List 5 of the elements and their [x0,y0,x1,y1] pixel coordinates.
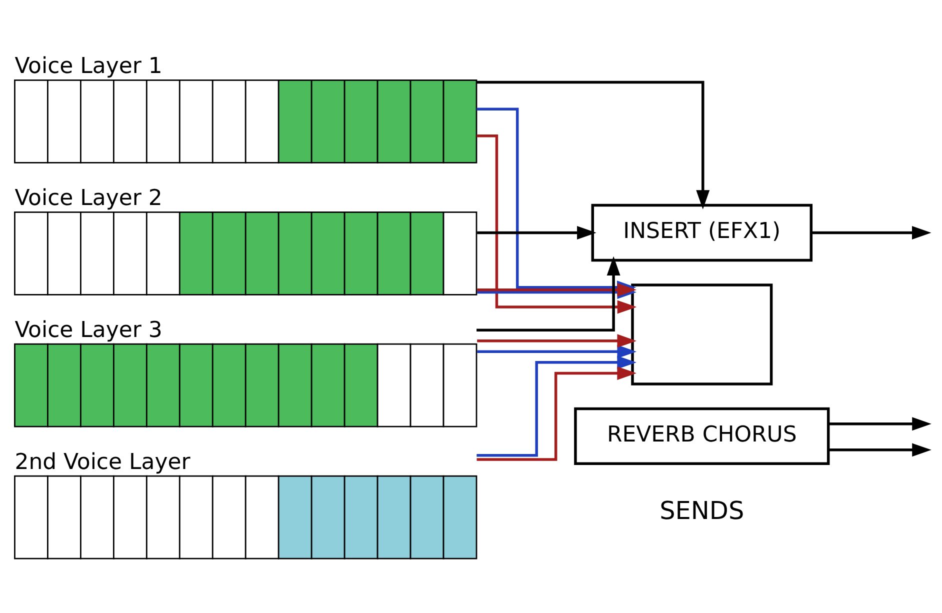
node-text: Voice Layer 2 [14,186,162,211]
node-label: Voice Layer 3 [14,317,162,342]
label: SENDS [659,496,744,525]
node-text: 2nd Voice Layer [14,449,190,474]
node-text: Voice Layer 1 [14,54,162,79]
